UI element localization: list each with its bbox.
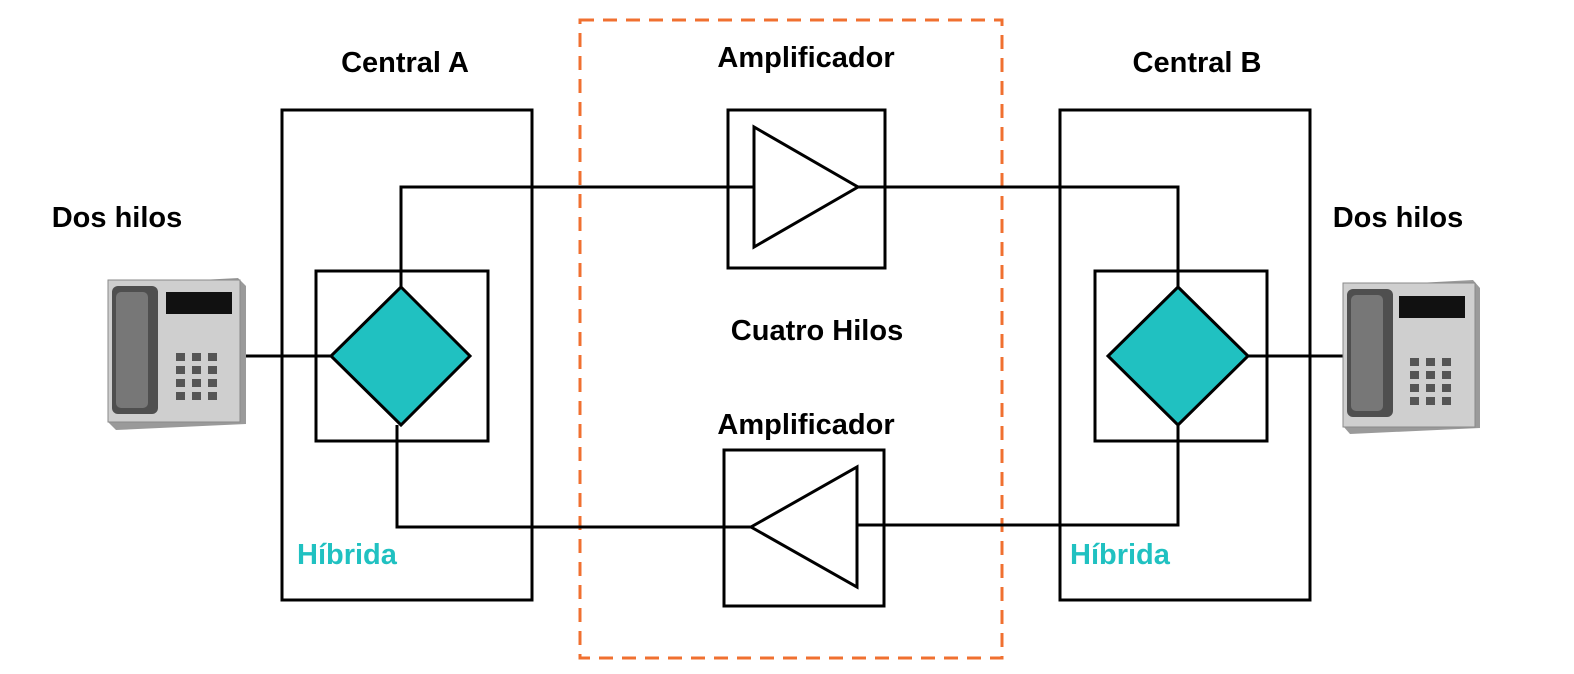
amplifier-top-box — [726, 108, 887, 270]
hybrid-b-diamond-icon — [1105, 284, 1251, 428]
amplifier-bottom-icon — [747, 464, 859, 590]
two-wire-right-label: Dos hilos — [1333, 202, 1464, 234]
central-b-label: Central B — [1133, 47, 1262, 79]
amplifier-top-icon — [752, 124, 862, 250]
two-wire-left-label: Dos hilos — [52, 202, 183, 234]
hybrid-b-label: Híbrida — [1070, 539, 1171, 571]
amplifier-top-label: Amplificador — [717, 42, 894, 74]
central-a-label: Central A — [341, 47, 469, 79]
four-wire-label: Cuatro Hilos — [731, 315, 903, 347]
bottom-wire-a — [395, 425, 751, 529]
left-telephone-icon — [107, 278, 246, 430]
four-wire-region — [578, 18, 1004, 660]
bottom-wire-b — [855, 425, 1180, 527]
wires — [246, 185, 1343, 529]
right-telephone-icon — [1342, 280, 1480, 434]
top-wire-a — [399, 185, 754, 287]
hybrid-a-label: Híbrida — [297, 539, 398, 571]
amplifier-bottom-label: Amplificador — [717, 409, 894, 441]
hybrid-a-diamond-icon — [328, 284, 473, 428]
top-wire-b — [858, 185, 1180, 287]
